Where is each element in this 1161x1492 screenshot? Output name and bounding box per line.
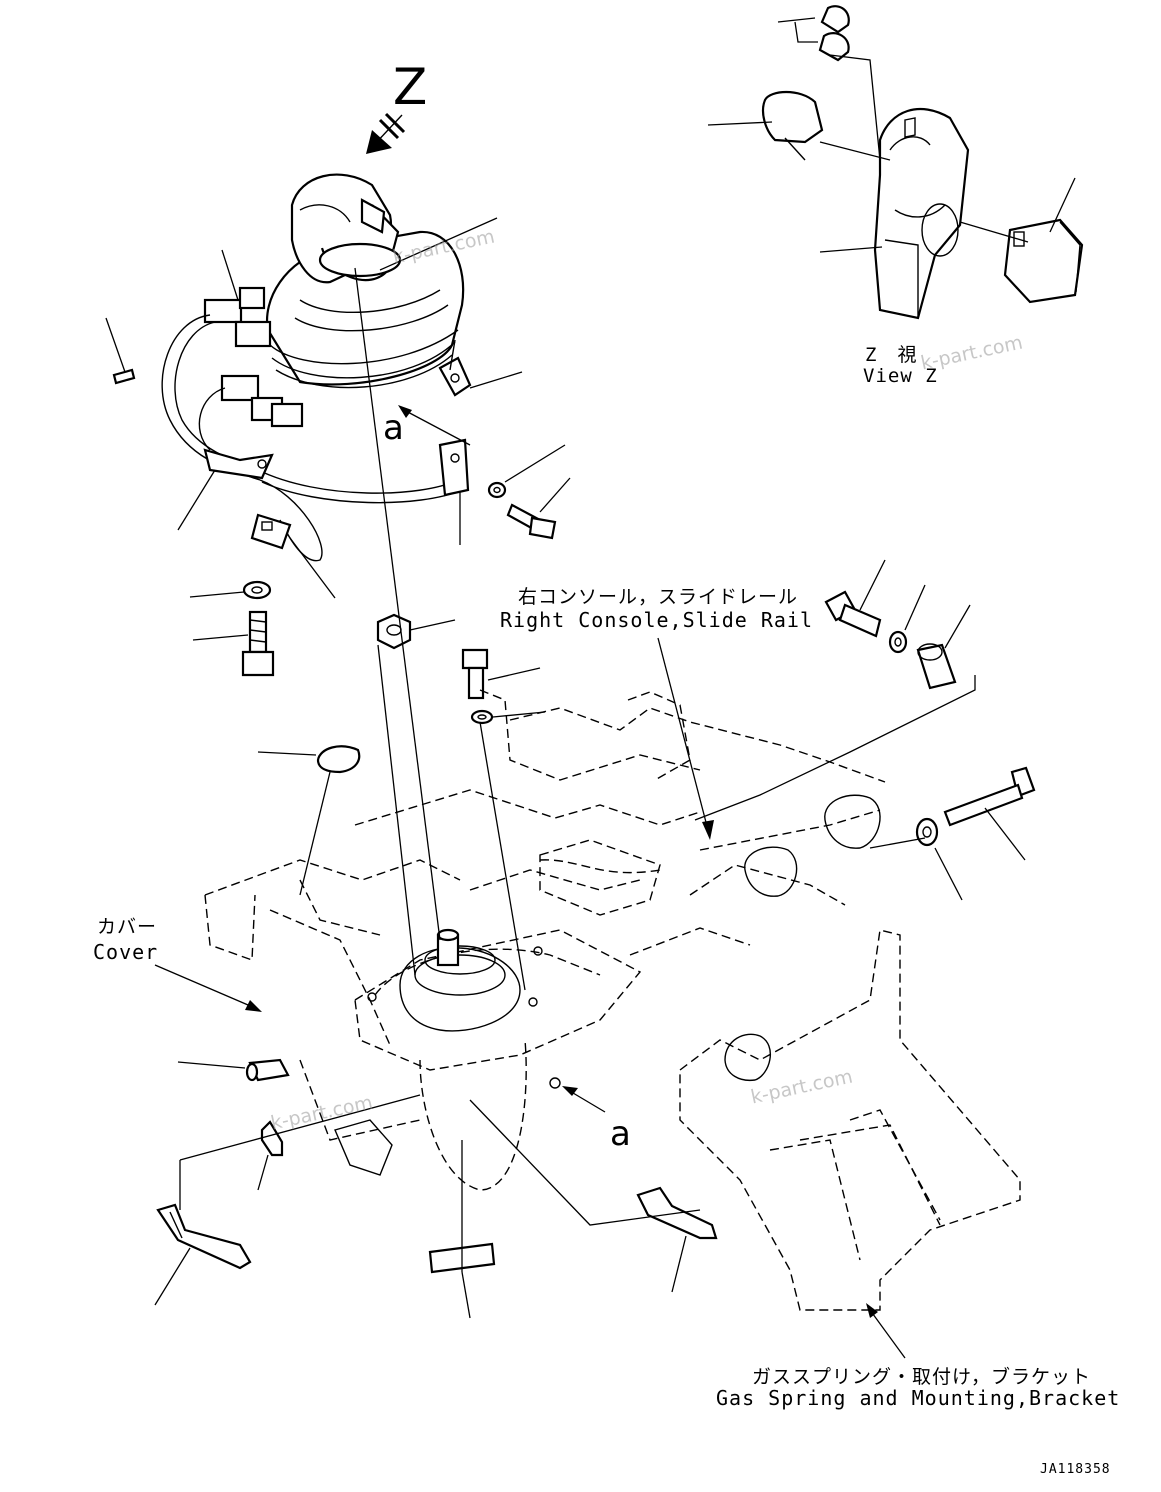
joystick-base bbox=[367, 928, 561, 1089]
view-z-detail bbox=[761, 5, 1084, 320]
right-console-en-label: Right Console,Slide Rail bbox=[500, 608, 813, 632]
hardware-joystick bbox=[112, 368, 557, 725]
view-letter-label: Z bbox=[393, 58, 428, 116]
view-z-arrow bbox=[366, 112, 406, 154]
drawing-code-label: JA118358 bbox=[1040, 1462, 1111, 1477]
gas-spring-en-label: Gas Spring and Mounting,Bracket bbox=[716, 1386, 1121, 1410]
ref-a-label-bottom: a bbox=[610, 1114, 631, 1154]
cover-jp-label: カバー bbox=[97, 916, 158, 938]
hardware-right bbox=[824, 590, 1036, 847]
leader-lines bbox=[105, 17, 1076, 1359]
view-z-jp-label: Z 視 bbox=[865, 344, 918, 366]
joystick-lever-assembly bbox=[161, 173, 472, 562]
cover-parts bbox=[156, 745, 718, 1274]
gas-spring-jp-label: ガススプリング・取付け，ブラケット bbox=[752, 1366, 1092, 1388]
view-z-en-label: View Z bbox=[863, 365, 938, 387]
right-console-jp-label: 右コンソール，スライドレール bbox=[518, 586, 799, 608]
console-frame bbox=[204, 689, 1021, 1311]
slide-rail-knobs bbox=[724, 794, 881, 1082]
cover-en-label: Cover bbox=[93, 940, 159, 964]
ref-a-label-top: a bbox=[383, 408, 404, 448]
